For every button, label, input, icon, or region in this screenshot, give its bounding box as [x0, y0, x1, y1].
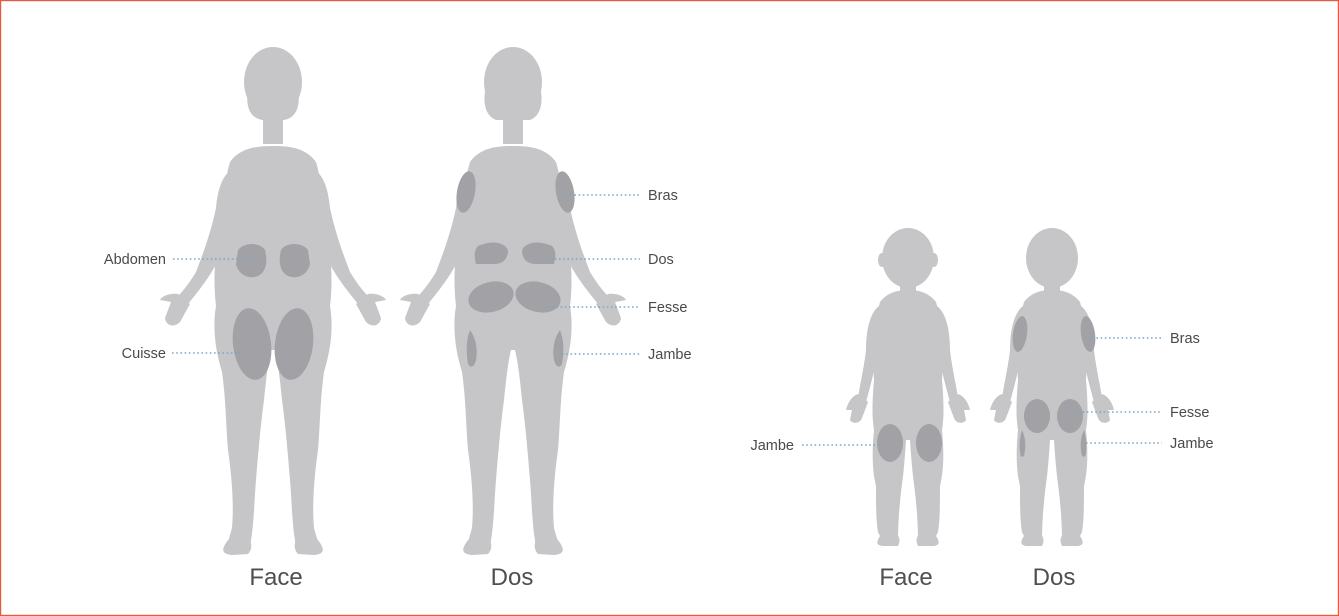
child-front-silhouette [846, 228, 970, 546]
label-child-jambe-back: Jambe [1170, 436, 1214, 452]
captions: Face Dos Face Dos [249, 564, 1075, 591]
adult-back-figure [400, 47, 626, 555]
caption-adult-dos: Dos [491, 564, 534, 591]
child-leg-zone-right [916, 424, 942, 462]
label-child-bras: Bras [1170, 331, 1200, 347]
back-zone-right [522, 243, 555, 264]
label-abdomen: Abdomen [104, 252, 166, 268]
child-buttock-zone-right [1057, 399, 1083, 433]
child-buttock-zone-left [1024, 399, 1050, 433]
label-dos: Dos [648, 252, 674, 268]
adult-back-silhouette [400, 47, 626, 555]
label-bras: Bras [648, 188, 678, 204]
label-jambe: Jambe [648, 347, 692, 363]
child-back-silhouette [990, 228, 1114, 546]
back-zone-left [475, 243, 508, 264]
label-cuisse: Cuisse [122, 346, 166, 362]
label-child-fesse: Fesse [1170, 405, 1210, 421]
abdomen-zone-left [236, 244, 266, 277]
abdomen-zone-right [280, 244, 310, 277]
label-fesse: Fesse [648, 300, 688, 316]
caption-adult-face: Face [249, 564, 302, 591]
child-leg-zone-left [877, 424, 903, 462]
adult-front-silhouette [160, 47, 386, 555]
child-back-figure [990, 228, 1114, 546]
child-front-figure [846, 228, 970, 546]
caption-child-face: Face [879, 564, 932, 591]
label-child-jambe-front: Jambe [750, 438, 794, 454]
adult-front-figure [160, 47, 386, 555]
caption-child-dos: Dos [1033, 564, 1076, 591]
